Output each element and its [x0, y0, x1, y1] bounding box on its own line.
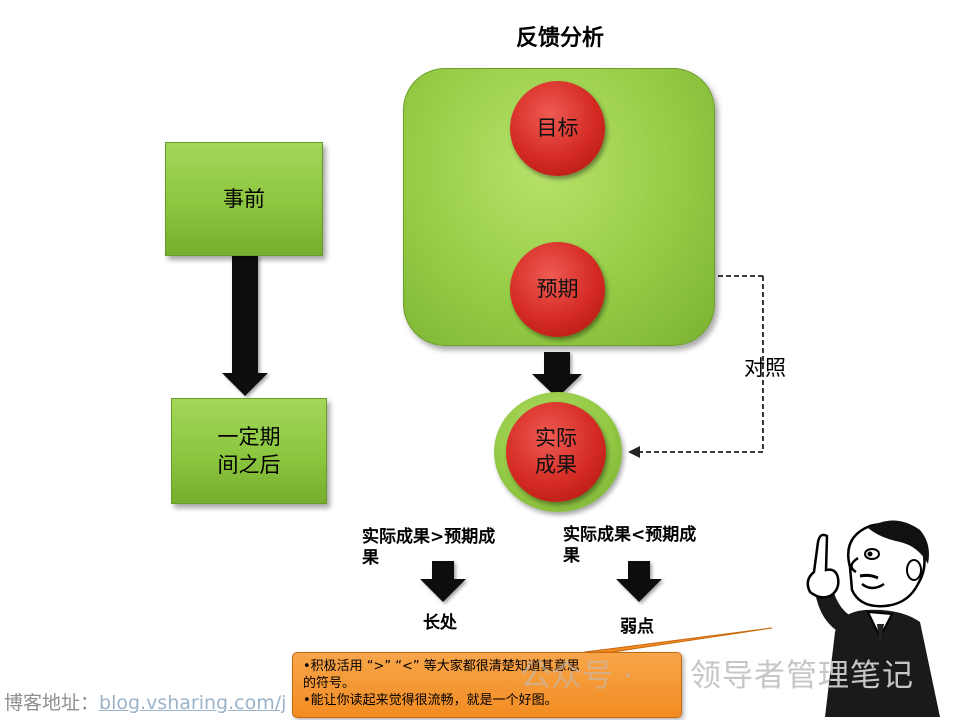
actual-result-circle: 实际 成果: [506, 402, 606, 502]
wechat-watermark: 领导者管理笔记: [690, 658, 914, 694]
expected-to-actual-arrow: [532, 352, 582, 398]
tip-line-2: 的符号。: [303, 676, 356, 691]
strength-result: 长处: [423, 613, 457, 633]
goal-circle: 目标: [510, 81, 605, 176]
tip-note: •积极活用 “>” “<” 等大家都很清楚知道其意思 的符号。 •能让你读起来觉…: [292, 652, 682, 718]
before-label: 事前: [223, 187, 265, 211]
tip-line-1: •积极活用 “>” “<” 等大家都很清楚知道其意思: [303, 659, 580, 674]
compare-dashed-connector: [636, 275, 764, 453]
less-down-arrow: [616, 561, 662, 602]
after-period-box: 一定期 间之后: [171, 398, 327, 504]
expected-label: 预期: [536, 277, 579, 301]
blog-prefix: 博客地址：: [4, 692, 100, 714]
less-condition-label: 实际成果<预期成 果: [563, 525, 697, 566]
pointing-man-illustration: [806, 520, 940, 717]
compare-arrowhead-bottom: [628, 446, 640, 458]
left-down-arrow: [222, 255, 268, 396]
expected-circle: 预期: [510, 242, 605, 337]
greater-condition-label: 实际成果>预期成 果: [362, 527, 496, 568]
blog-watermark: 博客地址：blog.vsharing.com/j: [4, 688, 286, 715]
after-period-label: 一定期 间之后: [217, 425, 281, 477]
weakness-result: 弱点: [620, 617, 654, 637]
diagram-title: 反馈分析: [515, 26, 604, 51]
tip-line-3: •能让你读起来觉得很流畅，就是一个好图。: [303, 693, 558, 708]
before-box: 事前: [165, 142, 323, 256]
actual-result-label: 实际 成果: [535, 426, 577, 477]
compare-label: 对照: [744, 356, 786, 380]
goal-label: 目标: [536, 116, 579, 140]
greater-down-arrow: [420, 561, 466, 602]
blog-url[interactable]: blog.vsharing.com/j: [99, 692, 287, 714]
wechat-watermark-faded: 公众号 ·: [520, 658, 633, 694]
